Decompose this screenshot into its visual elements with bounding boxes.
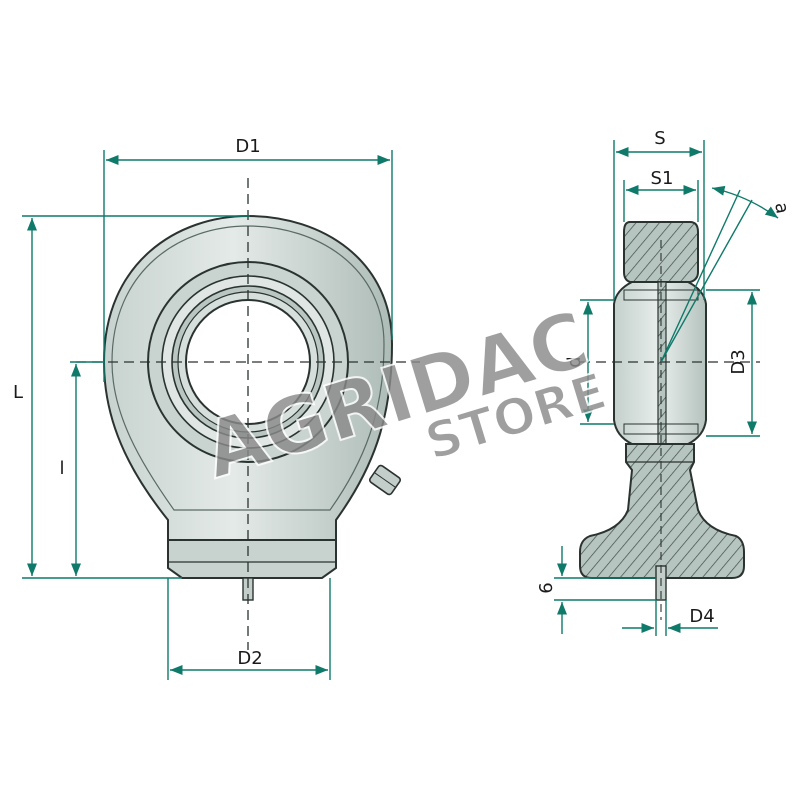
grease-nipple (368, 464, 402, 496)
side-shank (579, 443, 745, 579)
label-alpha: a (770, 201, 793, 216)
label-l-total: L (13, 382, 23, 403)
label-d3: D3 (728, 349, 749, 374)
side-dimensions (554, 140, 779, 636)
label-six: 6 (536, 582, 557, 593)
front-dimensions (22, 150, 393, 680)
dimension-labels: D1 L l D2 S S1 a d D3 6 D4 (13, 128, 793, 669)
label-d4: D4 (689, 606, 714, 627)
label-d1: D1 (235, 136, 260, 157)
neck (167, 539, 337, 579)
side-bore-wall (657, 281, 667, 445)
eye-shoulder (111, 225, 385, 511)
front-view (76, 178, 420, 650)
label-s: S (654, 128, 665, 149)
label-d2: D2 (237, 648, 262, 669)
label-l-center: l (59, 458, 64, 479)
dimension-arc-alpha (711, 185, 779, 219)
label-s1: S1 (651, 168, 674, 189)
label-d: d (564, 356, 585, 367)
side-view (579, 221, 760, 620)
